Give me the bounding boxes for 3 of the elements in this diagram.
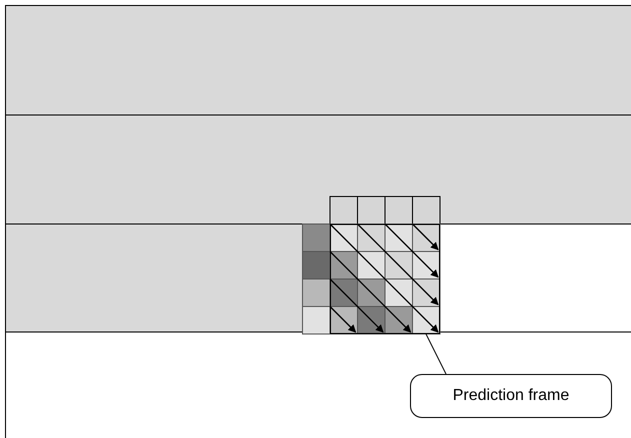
callout-box <box>410 374 612 418</box>
leader-line <box>426 334 446 374</box>
callout-text: Prediction frame <box>452 387 570 405</box>
